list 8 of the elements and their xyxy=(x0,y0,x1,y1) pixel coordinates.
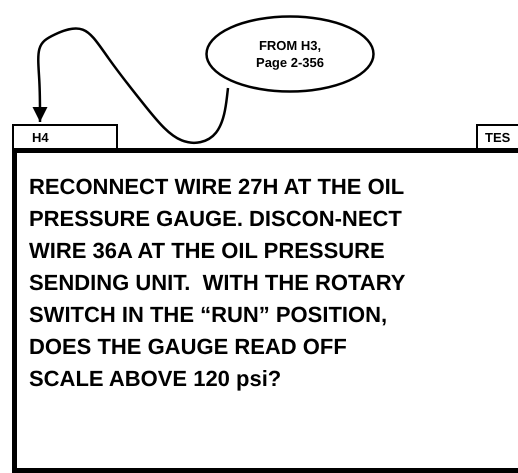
reference-label: FROM H3, Page 2-356 xyxy=(255,37,325,71)
instruction-box xyxy=(12,148,518,473)
step-tab xyxy=(12,124,118,150)
instruction-text: RECONNECT WIRE 27H AT THE OIL PRESSURE GAUGE. DISCON-NECT WIRE 36A AT THE OIL PRESSURE SENDING UNIT. WITH THE ROTARY SWITCH IN THE “RUN” POSITION, DOES THE GAUGE READ OFF SCALE ABOVE 120 psi? xyxy=(29,173,406,393)
step-tab xyxy=(476,124,518,150)
arrow xyxy=(32,27,230,144)
step-label: H4 xyxy=(32,128,49,146)
step-label: TES xyxy=(485,128,510,146)
